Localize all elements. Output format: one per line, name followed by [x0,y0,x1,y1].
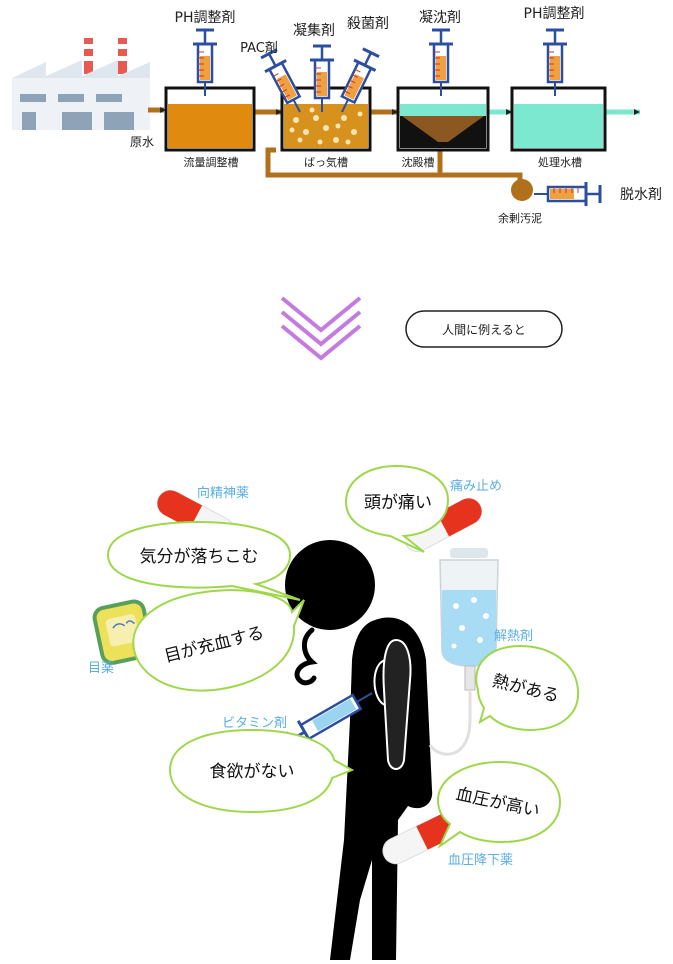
label-antipyretic: 解熱剤 [494,628,533,644]
label-aeration-tank: ばっ気槽 [304,155,348,169]
label-dewatering: 脱水剤 [620,187,662,203]
syringe-icon-precipitant [427,28,455,98]
label-ph-adjuster-1: PH調整剤 [175,10,236,26]
label-coagulant: 凝集剤 [293,22,335,39]
bubble-blood-pressure: 血圧が高い [436,760,562,849]
sludge-tank [511,179,533,201]
label-bactericide: 殺菌剤 [347,16,389,32]
label-treated-tank: 処理水槽 [538,156,582,169]
bubble-fever: 熱がある [475,644,580,732]
label-psychotropic: 向精神薬 [197,485,249,501]
factory-icon [12,38,150,130]
bubble-headache-text: 頭が痛い [364,493,432,513]
syringe-icon-ph-1 [191,28,219,98]
bubble-mood: 気分が落ちこむ [106,520,301,601]
label-eye-drops: 目薬 [88,661,114,676]
label-flow-tank: 流量調整槽 [184,155,239,169]
label-pac: PAC剤 [240,40,278,56]
flow-adjustment-tank [164,86,256,152]
iv-drip-icon [373,548,499,756]
syringe-icon-dewatering [532,180,602,208]
label-excess-sludge: 余剰汚泥 [498,211,542,225]
bubble-mood-text: 気分が落ちこむ [140,547,259,567]
label-ph-adjuster-2: PH調整剤 [524,6,585,22]
analogy-button[interactable]: 人間に例えると [405,310,563,348]
flow-arrows [160,107,640,115]
label-vitamin: ビタミン剤 [222,715,287,731]
label-raw-water: 原水 [130,135,154,149]
bubble-eyes: 目が充血する [132,589,305,692]
chevron-down-icon [280,296,362,361]
label-painkiller: 痛み止め [450,478,502,494]
settling-tank [396,86,490,152]
label-settling-tank: 沈殿槽 [402,155,435,169]
analogy-button-label: 人間に例えると [442,323,526,337]
bubble-appetite-text: 食欲がない [210,762,295,782]
bubble-headache: 頭が痛い [344,464,450,553]
syringe-icon-ph-2 [541,28,569,98]
bubble-appetite: 食欲がない [168,728,355,814]
nose-icon [294,627,318,686]
treated-water-tank [510,86,607,152]
label-antihypertensive: 血圧降下薬 [448,853,513,868]
label-precipitant: 凝沈剤 [419,10,461,26]
